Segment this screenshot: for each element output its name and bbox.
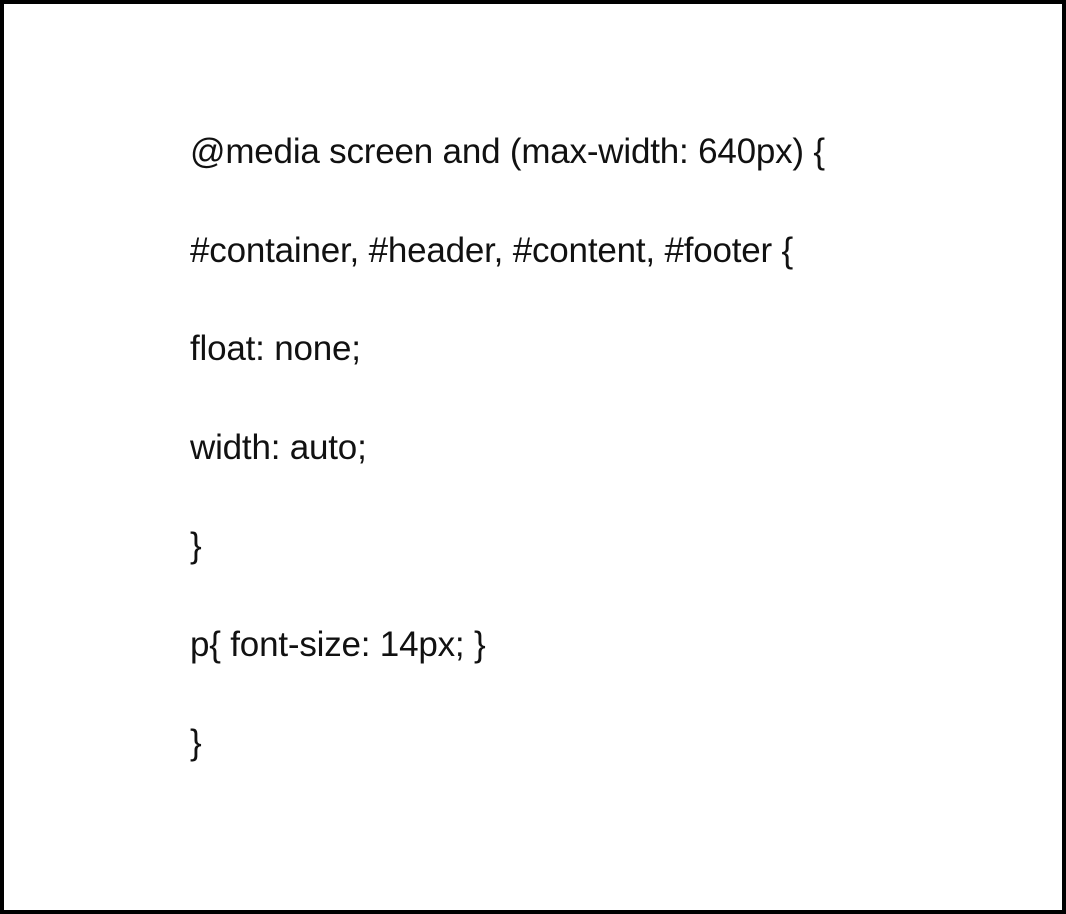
code-line-close-rule: }	[190, 526, 202, 565]
code-block: @media screen and (max-width: 640px) { #…	[190, 132, 1010, 822]
code-line-selectors: #container, #header, #content, #footer {	[190, 230, 794, 270]
code-line-paragraph: p{ font-size: 14px; }	[190, 624, 486, 664]
code-line-float: float: none;	[190, 329, 361, 368]
code-line-media-query: @media screen and (max-width: 640px) {	[190, 132, 825, 171]
code-line-width: width: auto;	[190, 427, 367, 467]
code-line-close-media: }	[190, 723, 202, 762]
